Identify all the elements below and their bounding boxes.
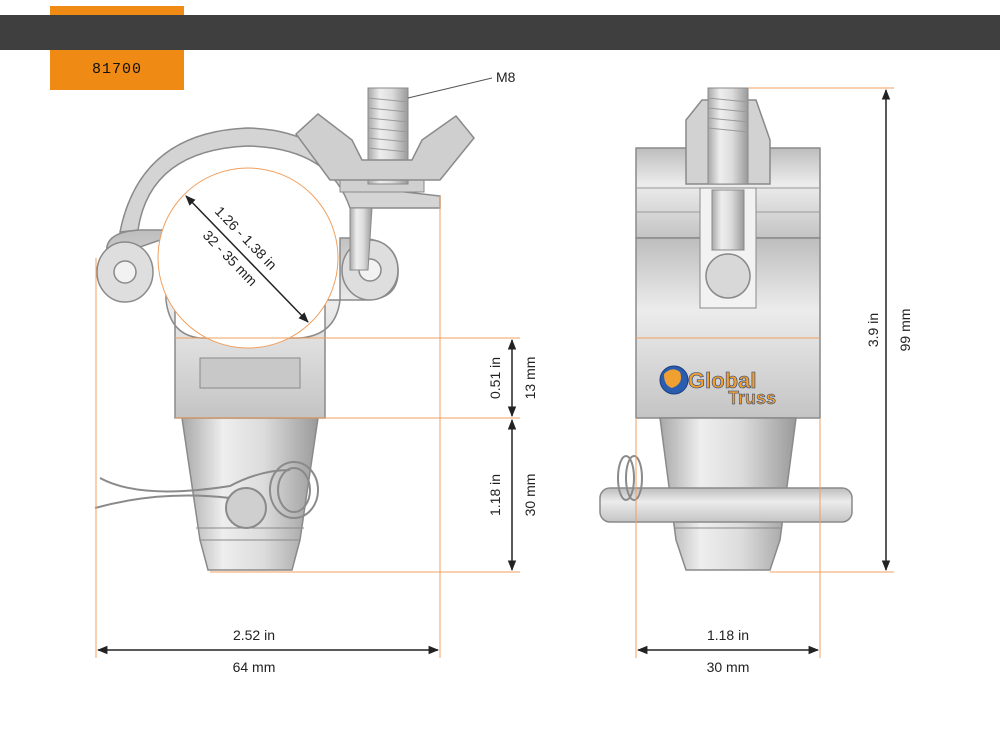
header-bar [0,15,1000,50]
front-view: M8 1.26 - 1.38 in 32 - 35 mm 0.51 in 13 … [94,69,538,675]
front-width-mm: 64 mm [233,659,276,675]
side-width-inches: 1.18 in [707,627,749,643]
side-spring-clip [617,455,643,501]
front-width-inches: 2.52 in [233,627,275,643]
side-pin [599,487,853,523]
slot-height-inches: 0.51 in [487,357,503,399]
side-width-mm: 30 mm [707,659,750,675]
side-height-inches: 3.9 in [865,313,881,347]
spigot-height-mm: 30 mm [522,474,538,517]
part-number-badge: 81700 [50,50,184,90]
front-safety-pin [94,461,319,529]
logo-text-truss: Truss [728,388,776,408]
global-truss-logo: Global Truss [659,365,776,408]
tube-diameter-line [185,195,309,323]
logo-text-global: Global [688,368,756,393]
side-view: Global Truss 3.9 in 99 mm 1.18 in 30 mm [599,87,913,675]
side-extension-lines [635,87,894,658]
slot-height-mm: 13 mm [522,357,538,400]
front-tube-bore [157,167,339,349]
thread-size-label: M8 [496,69,516,85]
m8-leader [407,77,493,99]
side-thread [707,87,749,185]
part-number: 81700 [91,61,142,78]
side-height-mm: 99 mm [897,309,913,352]
spigot-height-inches: 1.18 in [487,474,503,516]
front-extension-lines [95,196,520,658]
header-accent [50,6,184,15]
front-bolt [294,87,475,271]
